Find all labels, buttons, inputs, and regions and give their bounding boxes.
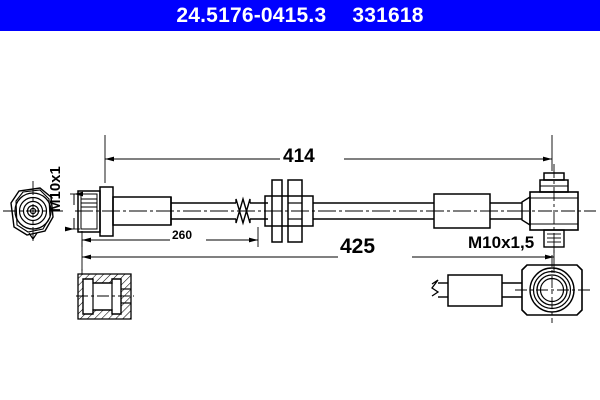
main-assembly-side-view <box>75 164 596 255</box>
dimension-label-414: 414 <box>283 146 315 167</box>
right-banjo-fitting <box>515 164 596 255</box>
dimension-thread-height-left <box>65 191 83 232</box>
banjo-fitting-top-view <box>431 255 592 323</box>
end-view-left-fitting <box>3 181 63 242</box>
hose-break-symbol <box>235 196 251 226</box>
dimension-label-425: 425 <box>340 235 376 258</box>
hose-right-section <box>313 193 522 229</box>
dimension-414 <box>104 135 553 183</box>
left-fitting-section-detail <box>76 269 134 320</box>
header-banner-content: 24.5176-0415.3 331618 <box>0 0 600 31</box>
thread-label-m10x1: M10x1 <box>47 166 64 212</box>
part-number-label: 24.5176-0415.3 <box>176 4 327 27</box>
technical-drawing-area: 414 425 260 M10x1 M10x1,5 <box>0 31 600 400</box>
left-threaded-fitting <box>77 186 114 237</box>
dimension-260 <box>81 227 259 247</box>
dimension-label-260: 260 <box>172 228 193 242</box>
reference-number-label: 331618 <box>352 4 424 27</box>
dimension-425 <box>81 240 555 273</box>
header-banner: 24.5176-0415.3 331618 <box>0 0 600 31</box>
brake-hose-drawing-svg <box>3 135 596 323</box>
thread-label-m10x1-5: M10x1,5 <box>468 233 535 252</box>
